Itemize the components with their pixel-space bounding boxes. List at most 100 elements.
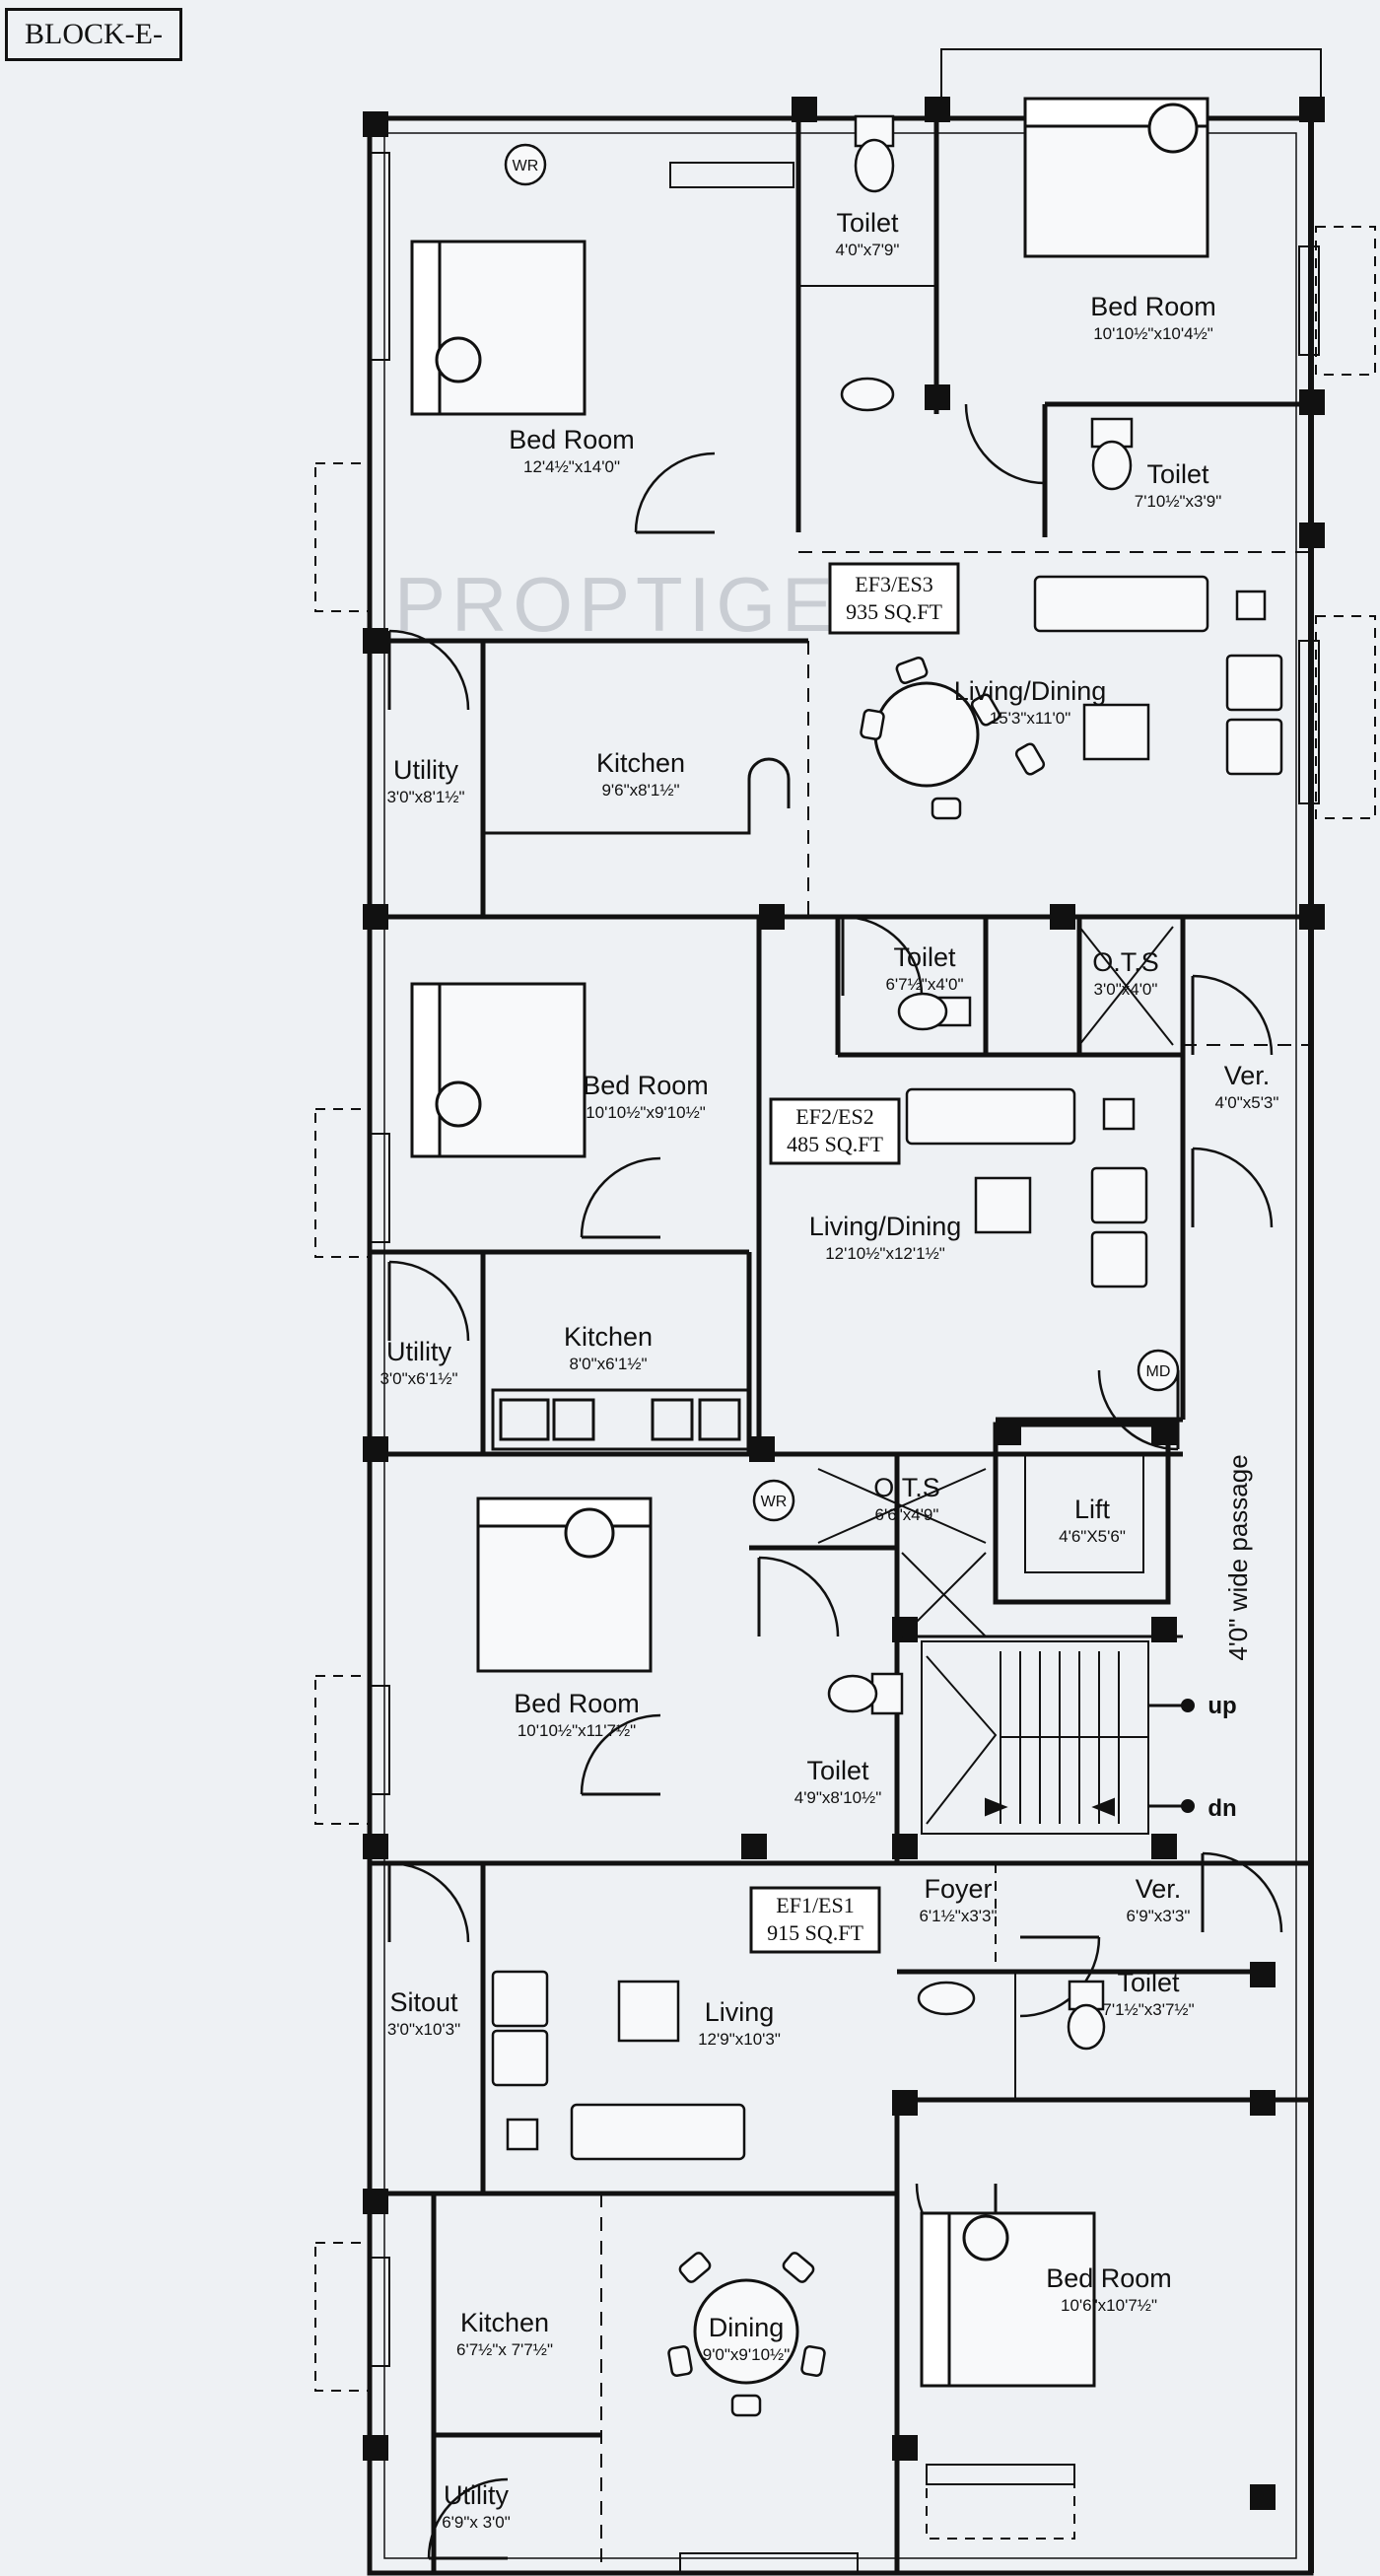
beds: [410, 97, 1209, 2388]
counters: [483, 757, 791, 1451]
room-dims: 4'0"x5'3": [1215, 1093, 1279, 1112]
living-furniture: [491, 575, 1283, 2161]
room-label-utility-ef3: Utility 3'0"x8'1½": [386, 755, 464, 806]
unit-area: 935 SQ.FT: [846, 599, 942, 624]
room-dims: 15'3"x11'0": [990, 709, 1071, 728]
room-dims: 6'1½"x3'3": [919, 1907, 997, 1925]
room-label-bed-ef1-bot: Bed Room 10'6"x10'7½": [1046, 2263, 1172, 2315]
room-name: Kitchen: [596, 748, 685, 778]
room-label-toilet-ef3-r: Toilet 7'10½"x3'9": [1135, 459, 1222, 511]
room-dims: 7'1½"x3'7½": [1102, 2000, 1194, 2019]
room-dims: 4'6"X5'6": [1059, 1527, 1126, 1546]
room-label-kitchen-ef2: Kitchen 8'0"x6'1½": [564, 1322, 653, 1373]
ots-cross-marks: [817, 926, 1174, 1637]
room-name: Toilet: [836, 208, 899, 238]
room-dims: 6'9"x3'3": [1127, 1907, 1191, 1925]
room-label-dining-ef1: Dining 9'0"x9'10½": [703, 2313, 791, 2364]
room-label-bed-ef3-right: Bed Room 10'10½"x10'4½": [1090, 292, 1216, 343]
room-name: Bed Room: [509, 425, 635, 454]
room-dims: 9'0"x9'10½": [703, 2345, 791, 2364]
room-dims: 9'6"x8'1½": [601, 781, 679, 800]
room-label-ver-top: Ver. 4'0"x5'3": [1215, 1061, 1279, 1112]
room-name: Toilet: [1117, 1968, 1180, 1997]
room-dims: 10'10½"x10'4½": [1093, 324, 1213, 343]
room-name: Utility: [444, 2480, 509, 2510]
room-label-bed-ef3-left: Bed Room 12'4½"x14'0": [509, 425, 635, 476]
dining-tables: [666, 655, 1047, 2417]
room-dims: 10'10½"x11'7½": [518, 1721, 636, 1740]
unit-code: EF1/ES1: [776, 1893, 854, 1917]
room-name: Utility: [393, 755, 458, 785]
room-name: Sitout: [389, 1987, 458, 2017]
room-name: Bed Room: [514, 1689, 640, 1718]
room-dims: 7'10½"x3'9": [1135, 492, 1222, 511]
room-dims: 6'6"x4'9": [875, 1505, 939, 1524]
room-dims: 12'10½"x12'1½": [825, 1244, 945, 1263]
stair: [921, 1640, 1195, 1835]
room-label-living-ef3: Living/Dining 15'3"x11'0": [954, 676, 1107, 728]
unit-tags: [749, 562, 960, 1954]
room-name: Kitchen: [564, 1322, 653, 1352]
md-symbol-label: MD: [1146, 1363, 1171, 1380]
unit-code: EF2/ES2: [795, 1104, 873, 1129]
room-dims: 10'6"x10'7½": [1061, 2296, 1157, 2315]
room-name: Bed Room: [1046, 2263, 1172, 2293]
room-label-kitchen-ef3: Kitchen 9'6"x8'1½": [596, 748, 685, 800]
watermark: PROPTIGER: [394, 561, 900, 648]
labels: Bed Room 12'4½"x14'0" Toilet 4'0"x7'9" Bed R…: [380, 158, 1278, 2532]
room-name: Ver.: [1136, 1874, 1182, 1904]
room-dims: 10'10½"x9'10½": [586, 1103, 706, 1122]
symbol-circles: [504, 143, 1180, 1522]
room-label-toilet-ef3-top: Toilet 4'0"x7'9": [836, 208, 900, 259]
room-name: Living/Dining: [954, 676, 1107, 706]
room-name: Dining: [709, 2313, 785, 2342]
room-name: Living: [705, 1997, 775, 2027]
room-dims: 3'0"x4'0": [1094, 980, 1158, 999]
stair-up-label: up: [1208, 1693, 1236, 1719]
room-label-kitchen-ef1: Kitchen 6'7½"x 7'7½": [456, 2308, 553, 2359]
columns: [363, 97, 1325, 2510]
room-label-ver-bottom: Ver. 6'9"x3'3": [1127, 1874, 1191, 1925]
room-dims: 12'9"x10'3": [698, 2030, 781, 2049]
room-name: Bed Room: [583, 1071, 709, 1100]
room-name: Bed Room: [1090, 292, 1216, 321]
room-label-living-ef2: Living/Dining 12'10½"x12'1½": [809, 1212, 962, 1263]
room-dims: 6'9"x 3'0": [442, 2513, 511, 2532]
room-name: Living/Dining: [809, 1212, 962, 1241]
room-dims: 6'7½"x4'0": [885, 975, 963, 994]
room-label-ots-mid: O.T.S 6'6"x4'9": [873, 1473, 940, 1524]
unit-area: 915 SQ.FT: [767, 1920, 863, 1945]
room-label-toilet-ef1-r: Toilet 7'1½"x3'7½": [1102, 1968, 1194, 2019]
room-name: O.T.S: [1092, 947, 1159, 977]
wr-symbol-label: WR: [513, 158, 539, 174]
room-label-ots-ef2: O.T.S 3'0"x4'0": [1092, 947, 1159, 999]
room-name: Foyer: [924, 1874, 992, 1904]
room-name: Ver.: [1224, 1061, 1271, 1090]
block-label: BLOCK-E-: [5, 8, 182, 61]
room-dims: 12'4½"x14'0": [523, 457, 620, 476]
room-name: Toilet: [1146, 459, 1209, 489]
room-label-toilet-ef2: Toilet 6'7½"x4'0": [885, 942, 963, 994]
room-name: Utility: [386, 1337, 451, 1366]
room-name: Kitchen: [460, 2308, 549, 2337]
wr-symbol-label: WR: [761, 1494, 788, 1510]
room-label-utility-ef1: Utility 6'9"x 3'0": [442, 2480, 511, 2532]
room-dims: 3'0"x8'1½": [386, 788, 464, 806]
passage-label: 4'0" wide passage: [1223, 1454, 1253, 1660]
room-name: Lift: [1074, 1495, 1111, 1524]
room-label-bed-ef2: Bed Room 10'10½"x9'10½": [583, 1071, 709, 1122]
room-name: O.T.S: [873, 1473, 940, 1502]
room-label-bed-ef1-top: Bed Room 10'10½"x11'7½": [514, 1689, 640, 1740]
fixtures: [827, 114, 1134, 2051]
room-dims: 3'0"x6'1½": [380, 1369, 457, 1388]
room-name: Toilet: [806, 1756, 869, 1785]
room-label-living-ef1: Living 12'9"x10'3": [698, 1997, 781, 2049]
room-dims: 4'0"x7'9": [836, 241, 900, 259]
room-dims: 8'0"x6'1½": [569, 1355, 647, 1373]
room-dims: 6'7½"x 7'7½": [456, 2340, 553, 2359]
unit-area: 485 SQ.FT: [787, 1132, 883, 1156]
room-name: Toilet: [893, 942, 956, 972]
